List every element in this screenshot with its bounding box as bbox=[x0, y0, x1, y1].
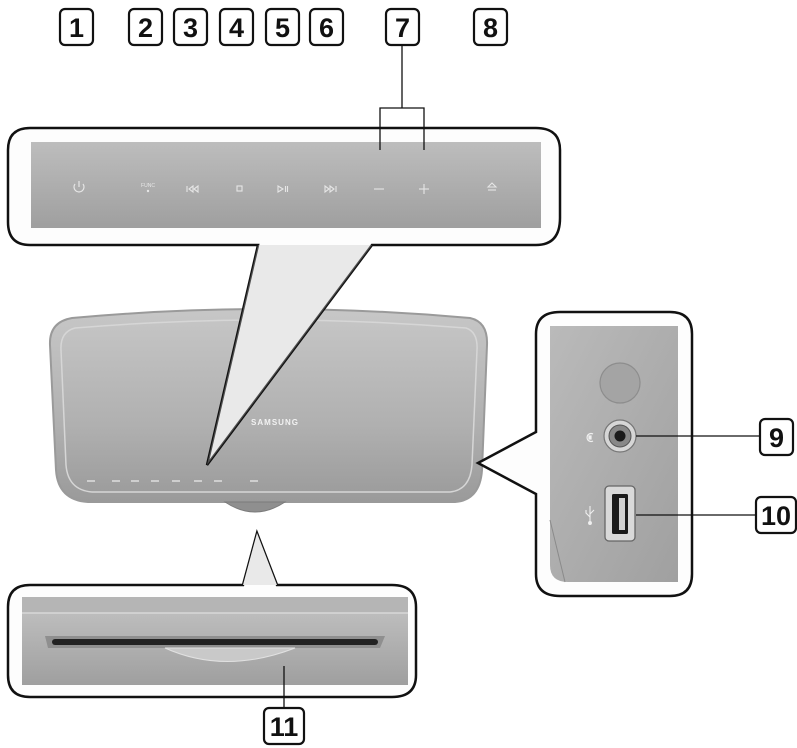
svg-text:9: 9 bbox=[769, 423, 784, 453]
svg-text:1: 1 bbox=[69, 13, 84, 43]
brand-logo: SAMSUNG bbox=[251, 418, 299, 427]
svg-text:8: 8 bbox=[483, 13, 498, 43]
svg-text:3: 3 bbox=[183, 13, 198, 43]
disc-slot-callout bbox=[8, 533, 416, 697]
callout-7: 7 bbox=[386, 9, 419, 45]
callout-5: 5 bbox=[266, 9, 299, 45]
usb-port[interactable] bbox=[605, 486, 635, 541]
side-ports-callout bbox=[478, 312, 692, 596]
callout-1: 1 bbox=[60, 9, 93, 45]
headphone-jack[interactable] bbox=[604, 420, 636, 452]
function-icon[interactable] bbox=[147, 190, 149, 192]
svg-text:7: 7 bbox=[395, 13, 410, 43]
callout-6: 6 bbox=[310, 9, 343, 45]
callout-2: 2 bbox=[129, 9, 162, 45]
callout-9: 9 bbox=[760, 419, 793, 455]
svg-text:10: 10 bbox=[761, 501, 791, 531]
remote-sensor bbox=[600, 363, 640, 403]
callout-8: 8 bbox=[474, 9, 507, 45]
svg-text:5: 5 bbox=[275, 13, 290, 43]
callout-10: 10 bbox=[756, 497, 796, 533]
svg-text:11: 11 bbox=[270, 712, 299, 742]
func-label: FUNC bbox=[141, 183, 155, 189]
svg-text:2: 2 bbox=[138, 13, 153, 43]
svg-text:4: 4 bbox=[229, 13, 244, 43]
callout-4: 4 bbox=[220, 9, 253, 45]
svg-text:6: 6 bbox=[319, 13, 334, 43]
callout-3: 3 bbox=[174, 9, 207, 45]
callout-11: 11 bbox=[264, 708, 304, 744]
